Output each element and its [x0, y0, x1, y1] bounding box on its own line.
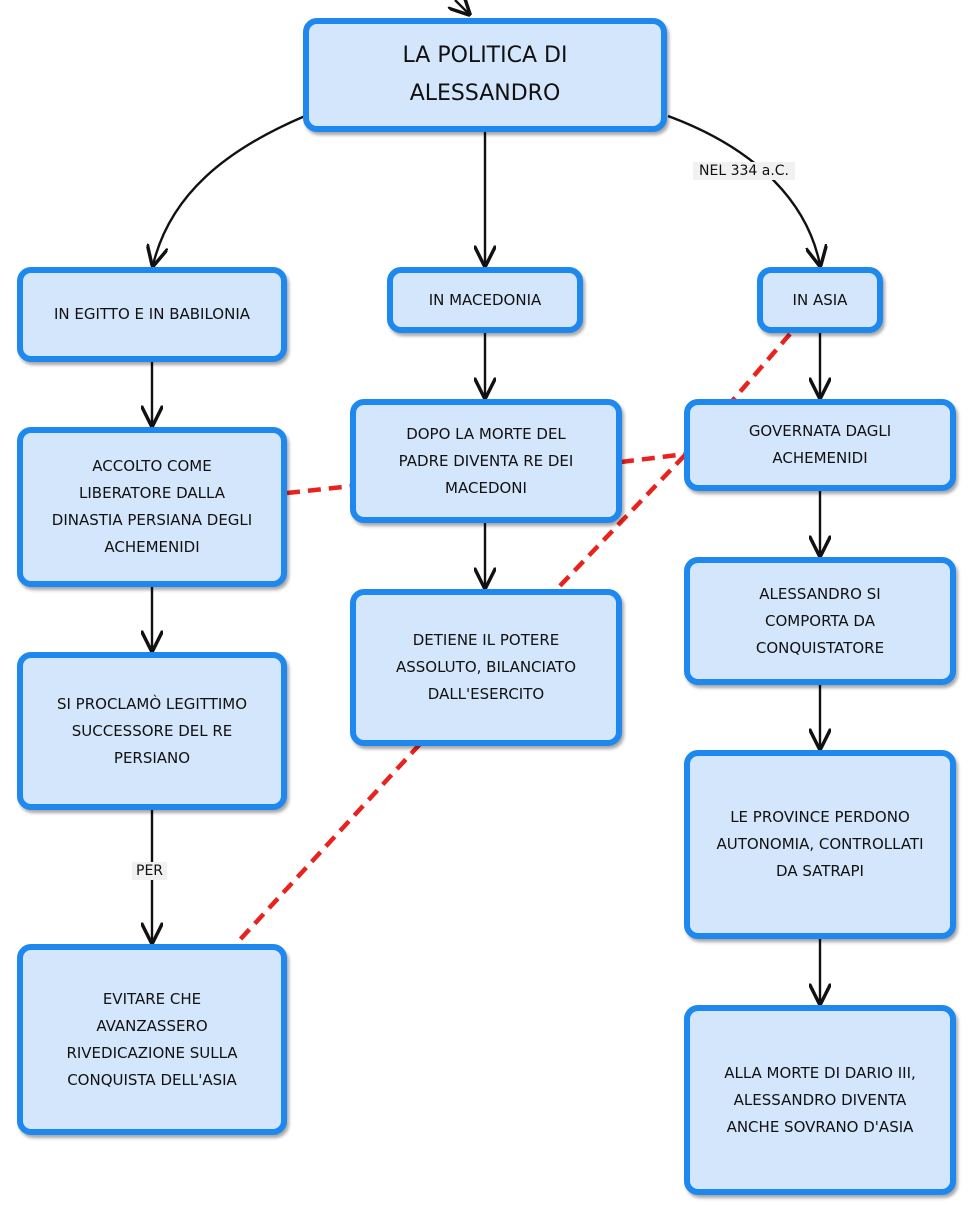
root-node[interactable]: LA POLITICA DI ALESSANDRO — [303, 18, 667, 132]
branch-macedonia-node[interactable]: IN MACEDONIA — [387, 267, 583, 333]
asia-conqueror-node[interactable]: ALESSANDRO SI COMPORTA DA CONQUISTATORE — [684, 557, 956, 685]
arrow-root-to-egypt — [153, 114, 306, 265]
arrow-into-root — [455, 0, 469, 14]
asia-governed-node[interactable]: GOVERNATA DAGLI ACHEMENIDI — [684, 399, 956, 491]
egypt-proclaimed-label: SI PROCLAMÒ LEGITTIMO SUCCESSORE DEL RE … — [56, 694, 248, 767]
branch-macedonia-label: IN MACEDONIA — [428, 290, 542, 309]
egypt-welcomed-node[interactable]: ACCOLTO COME LIBERATORE DALLA DINASTIA P… — [17, 427, 287, 587]
branch-egypt-node[interactable]: IN EGITTO E IN BABILONIA — [17, 267, 287, 362]
edge-label-per: PER — [132, 862, 168, 880]
branch-egypt-label: IN EGITTO E IN BABILONIA — [53, 305, 251, 323]
egypt-avoid-node[interactable]: EVITARE CHE AVANZASSERO RIVEDICAZIONE SU… — [17, 944, 287, 1135]
egypt-proclaimed-node[interactable]: SI PROCLAMÒ LEGITTIMO SUCCESSORE DEL RE … — [17, 652, 287, 810]
branch-asia-node[interactable]: IN ASIA — [757, 267, 883, 333]
cross-link-welcomed-to-governed — [286, 451, 687, 496]
macedonia-king-node[interactable]: DOPO LA MORTE DEL PADRE DIVENTA RE DEI M… — [350, 399, 622, 523]
arrow-root-to-asia — [667, 114, 820, 265]
egypt-avoid-label: EVITARE CHE AVANZASSERO RIVEDICAZIONE SU… — [66, 989, 238, 1089]
asia-governed-label: GOVERNATA DAGLI ACHEMENIDI — [748, 422, 892, 467]
branch-asia-label: IN ASIA — [792, 290, 848, 309]
asia-conqueror-label: ALESSANDRO SI COMPORTA DA CONQUISTATORE — [755, 584, 885, 657]
asia-provinces-label: LE PROVINCE PERDONO AUTONOMIA, CONTROLLA… — [716, 808, 924, 880]
macedonia-power-label: DETIENE IL POTERE ASSOLUTO, BILANCIATO D… — [395, 631, 577, 703]
asia-sovereign-label: ALLA MORTE DI DARIO III, ALESSANDRO DIVE… — [724, 1063, 916, 1136]
asia-provinces-node[interactable]: LE PROVINCE PERDONO AUTONOMIA, CONTROLLA… — [684, 750, 956, 939]
root-label: LA POLITICA DI ALESSANDRO — [402, 43, 568, 106]
asia-sovereign-node[interactable]: ALLA MORTE DI DARIO III, ALESSANDRO DIVE… — [684, 1005, 956, 1195]
egypt-welcomed-label: ACCOLTO COME LIBERATORE DALLA DINASTIA P… — [51, 457, 253, 556]
macedonia-power-node[interactable]: DETIENE IL POTERE ASSOLUTO, BILANCIATO D… — [350, 589, 622, 746]
macedonia-king-label: DOPO LA MORTE DEL PADRE DIVENTA RE DEI M… — [398, 424, 574, 497]
edge-label-year: NEL 334 a.C. — [693, 162, 795, 180]
